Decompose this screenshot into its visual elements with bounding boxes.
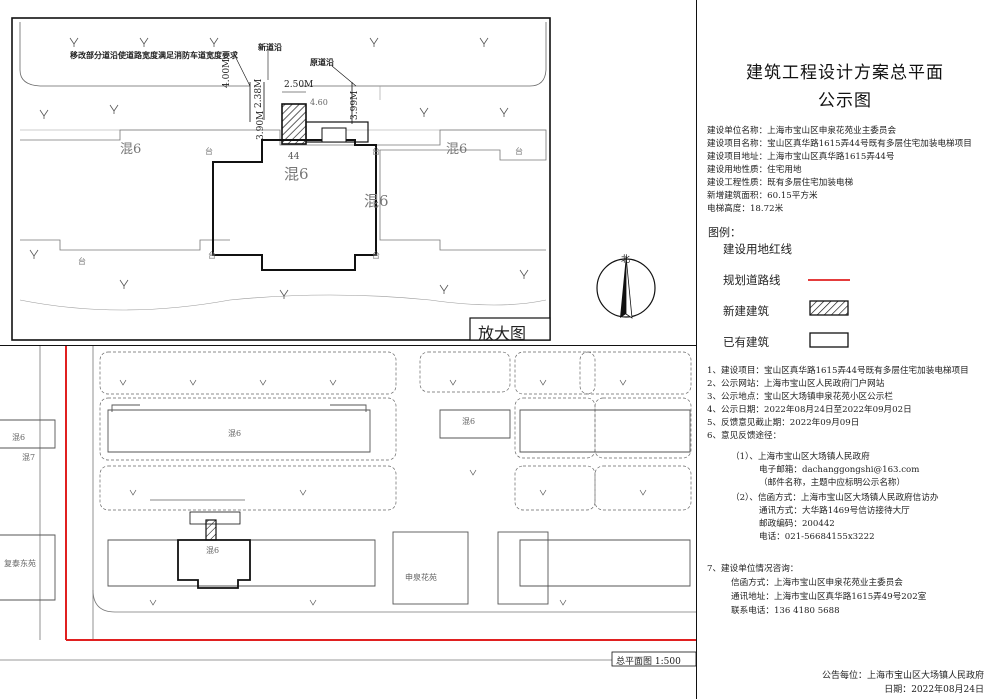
step-label: 台 xyxy=(372,147,380,156)
info-line: 电梯高度：18.72米 xyxy=(707,204,784,214)
page-subtitle: 公示图 xyxy=(818,91,872,111)
step-label: 台 xyxy=(205,147,213,156)
contact-line: 信函方式：上海市宝山区申泉花苑业主委员会 xyxy=(731,578,903,588)
community-label: 申泉花苑 xyxy=(405,573,437,582)
info-line: 建设项目名称：宝山区真华路1615弄44号既有多层住宅加装电梯项目 xyxy=(707,139,972,149)
enlarged-plan xyxy=(11,17,551,341)
step-label: 台 xyxy=(372,251,380,260)
step-label: 台 xyxy=(78,257,86,266)
dim-4-00: 4.00M xyxy=(222,58,232,88)
legend-item-label: 建设用地红线 xyxy=(723,242,792,256)
publisher: 公告每位：上海市宝山区大场镇人民政府 xyxy=(821,671,984,681)
page-title: 建筑工程设计方案总平面 xyxy=(746,63,944,83)
info-line: 建设单位名称：上海市宝山区申泉花苑业主委员会 xyxy=(707,126,897,136)
structure-label: 混6 xyxy=(12,433,26,442)
dim-2-38: 2.38M xyxy=(254,78,264,108)
structure-label: 混6 xyxy=(206,546,220,555)
scale-label: 总平面图 1:500 xyxy=(616,657,681,667)
notice-line: 1、建设项目：宝山区真华路1615弄44号既有多层住宅加装电梯项目 xyxy=(707,366,969,376)
notice-line: 5、反馈意见截止期：2022年09月09日 xyxy=(707,418,860,428)
legend-symbol-set xyxy=(808,279,850,348)
legend-item-label: 已有建筑 xyxy=(723,335,769,349)
svg-text:北: 北 xyxy=(621,254,630,265)
structure-label: 混7 xyxy=(22,453,36,462)
step-label: 台 xyxy=(208,251,216,260)
feedback-line: 电话：021-56684155x3222 xyxy=(759,532,875,542)
info-line: 建设用地性质：住宅用地 xyxy=(707,165,802,175)
step-label: 台 xyxy=(515,147,523,156)
contact-line: 7、建设单位情况咨询： xyxy=(707,564,799,574)
structure-label: 混6 xyxy=(120,142,142,157)
enlarged-view-label: 放大图 xyxy=(478,324,527,343)
old-curb-label: 原道沿 xyxy=(310,57,334,67)
feedback-line: （2）、信函方式：上海市宝山区大场镇人民政府信访办 xyxy=(731,493,939,503)
legend-heading: 图例： xyxy=(708,226,741,239)
building-number: 44 xyxy=(288,152,300,162)
notice-line: 6、意见反馈途径： xyxy=(707,431,782,441)
publish-date: 日期：2022年08月24日 xyxy=(884,685,984,695)
north-arrow-icon: 北 xyxy=(596,254,656,319)
new-building-hatch-icon xyxy=(809,300,849,316)
dim-3-99: 3.99M xyxy=(350,90,360,120)
new-curb-label: 新道沿 xyxy=(258,42,282,52)
structure-label: 混6 xyxy=(364,192,389,210)
feedback-line: 通讯方式：大华路1469号信访接待大厅 xyxy=(759,506,910,516)
info-line: 建设工程性质：既有多层住宅加装电梯 xyxy=(707,178,854,188)
notice-line: 4、公示日期：2022年08月24日至2022年09月02日 xyxy=(707,405,912,415)
contact-line: 通讯地址：上海市宝山区真华路1615弄49号202室 xyxy=(731,592,927,602)
right-panel-divider xyxy=(696,0,697,699)
info-line: 建设项目地址：上海市宝山区真华路1615弄44号 xyxy=(707,152,895,162)
dim-3-90: 3.90M xyxy=(256,110,266,140)
notice-line: 2、公示网站：上海市宝山区人民政府门户网站 xyxy=(707,379,885,389)
structure-label: 混6 xyxy=(228,429,242,438)
site-plan xyxy=(0,346,696,667)
community-label: 复泰东苑 xyxy=(4,559,36,568)
curb-change-note: 移改部分道沿使道路宽度满足消防车道宽度要求 xyxy=(70,50,238,60)
feedback-line: （邮件名称，主题中应标明公示名称） xyxy=(759,478,906,488)
dim-2-50: 2.50M xyxy=(284,80,314,90)
structure-label: 混6 xyxy=(446,142,468,157)
legend-item-label: 新建建筑 xyxy=(723,304,769,318)
feedback-line: 电子邮箱：dachanggongshi@163.com xyxy=(759,465,920,475)
notice-line: 3、公示地点：宝山区大场镇申泉花苑小区公示栏 xyxy=(707,392,893,402)
structure-label: 混6 xyxy=(284,165,309,183)
drawing-area: 北 xyxy=(0,17,696,667)
legend-item-label: 规划道路线 xyxy=(723,273,781,287)
feedback-line: 邮政编码：200442 xyxy=(759,519,835,529)
contact-line: 联系电话：136 4180 5688 xyxy=(731,606,840,616)
structure-label: 混6 xyxy=(462,417,476,426)
plan-divider xyxy=(0,345,696,346)
existing-building-box-icon xyxy=(809,332,849,348)
dim-4-60: 4.60 xyxy=(310,98,328,107)
info-line: 新增建筑面积：60.15平方米 xyxy=(707,191,818,201)
feedback-line: （1）、上海市宝山区大场镇人民政府 xyxy=(731,452,870,462)
